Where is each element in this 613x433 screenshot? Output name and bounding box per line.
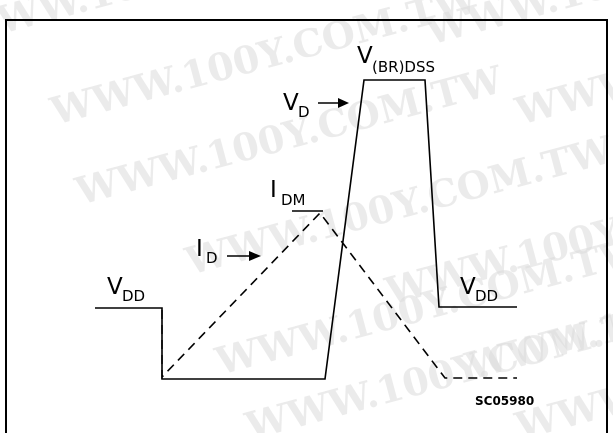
frame-border bbox=[5, 19, 608, 433]
idm-label-main: I bbox=[270, 177, 277, 203]
vd-label-sub: D bbox=[298, 103, 310, 121]
figure-code: SC05980 bbox=[475, 394, 534, 408]
vdd-right-label: V DD bbox=[460, 274, 498, 305]
vd-arrow-icon bbox=[318, 98, 349, 108]
vbr-dss-label: V (BR)DSS bbox=[357, 43, 435, 76]
vdd-left-label-sub: DD bbox=[122, 287, 145, 305]
vdd-left-label: V DD bbox=[107, 274, 145, 305]
vd-label-main: V bbox=[283, 90, 299, 116]
id-label-sub: D bbox=[206, 249, 218, 267]
id-label-main: I bbox=[196, 236, 203, 262]
vdd-right-label-sub: DD bbox=[475, 287, 498, 305]
idm-label: I DM bbox=[270, 177, 306, 209]
vd-label: V D bbox=[283, 90, 310, 121]
vbr-dss-label-main: V bbox=[357, 43, 373, 69]
id-waveform bbox=[161, 211, 517, 379]
id-arrow-icon bbox=[227, 251, 261, 261]
vdd-right-label-main: V bbox=[460, 274, 476, 300]
vdd-left-label-main: V bbox=[107, 274, 123, 300]
vds-waveform bbox=[95, 79, 517, 380]
id-label: I D bbox=[196, 236, 218, 267]
idm-label-sub: DM bbox=[281, 191, 306, 209]
vbr-dss-label-sub: (BR)DSS bbox=[372, 58, 435, 76]
